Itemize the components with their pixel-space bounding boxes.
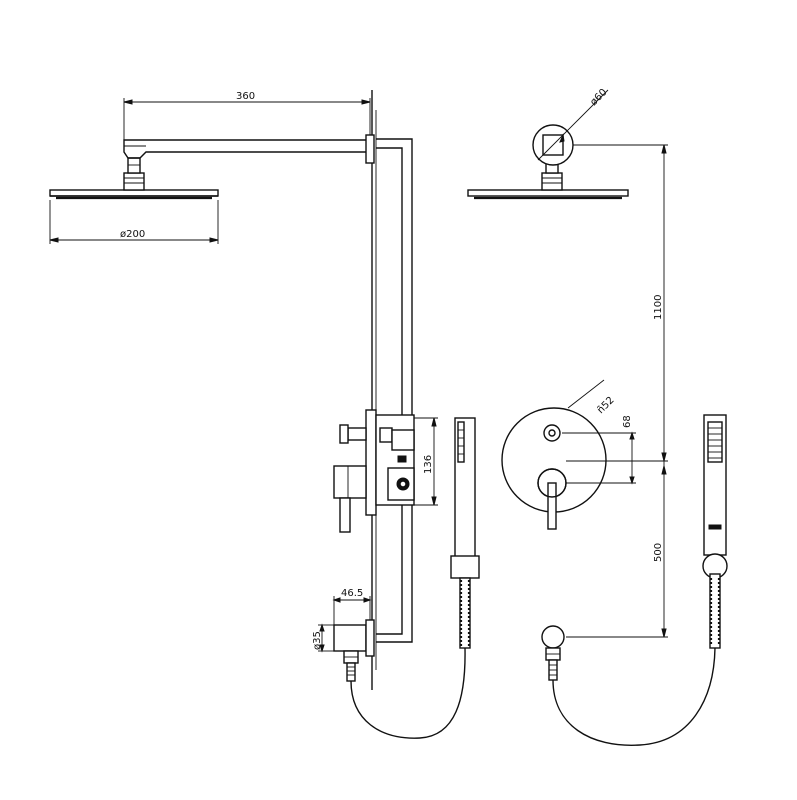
dim-arm-length: 360 — [123, 91, 371, 140]
dim-outlet-diameter: ø35 — [312, 623, 334, 653]
riser-height-label: 1100 — [653, 295, 664, 320]
dim-diverter-height: 136 — [414, 417, 438, 506]
flange-diameter-label: ø60 — [588, 87, 609, 108]
dim-outlet-projection: 46.5 — [332, 588, 372, 625]
shower-arm — [123, 134, 375, 164]
arm-length-label: 360 — [236, 91, 255, 102]
concealed-pipe — [376, 138, 413, 643]
hand-shower-front — [702, 414, 728, 649]
side-view: 360 ø200 — [49, 90, 480, 739]
hand-shower-side — [450, 417, 480, 649]
outlet-height-label: 500 — [653, 543, 664, 562]
head-diameter-label: ø200 — [120, 229, 145, 240]
outlet-diameter-label: ø35 — [312, 631, 323, 650]
plate-diameter-label: ñ52 — [595, 395, 616, 416]
hose-left — [350, 647, 466, 739]
dim-outlet-height: 500 — [566, 461, 668, 638]
outlet-projection-label: 46.5 — [341, 588, 363, 599]
dim-plate-offset: 68 — [562, 415, 636, 485]
front-view: ø60 ñ52 68 1100 — [467, 87, 728, 746]
diverter-height-label: 136 — [423, 455, 434, 474]
shower-head-side — [49, 157, 219, 200]
plate-offset-label: 68 — [622, 415, 633, 428]
diverter-plate-front: ñ52 — [501, 379, 617, 530]
arm-flange-front: ø60 — [532, 87, 609, 166]
wall-outlet-front — [541, 625, 565, 681]
dim-riser-height: 1100 — [566, 144, 668, 462]
diverter-valve-side — [333, 409, 415, 533]
hose-right — [552, 647, 716, 746]
wall-outlet-side — [333, 619, 375, 682]
dim-head-diameter: ø200 — [49, 200, 219, 244]
